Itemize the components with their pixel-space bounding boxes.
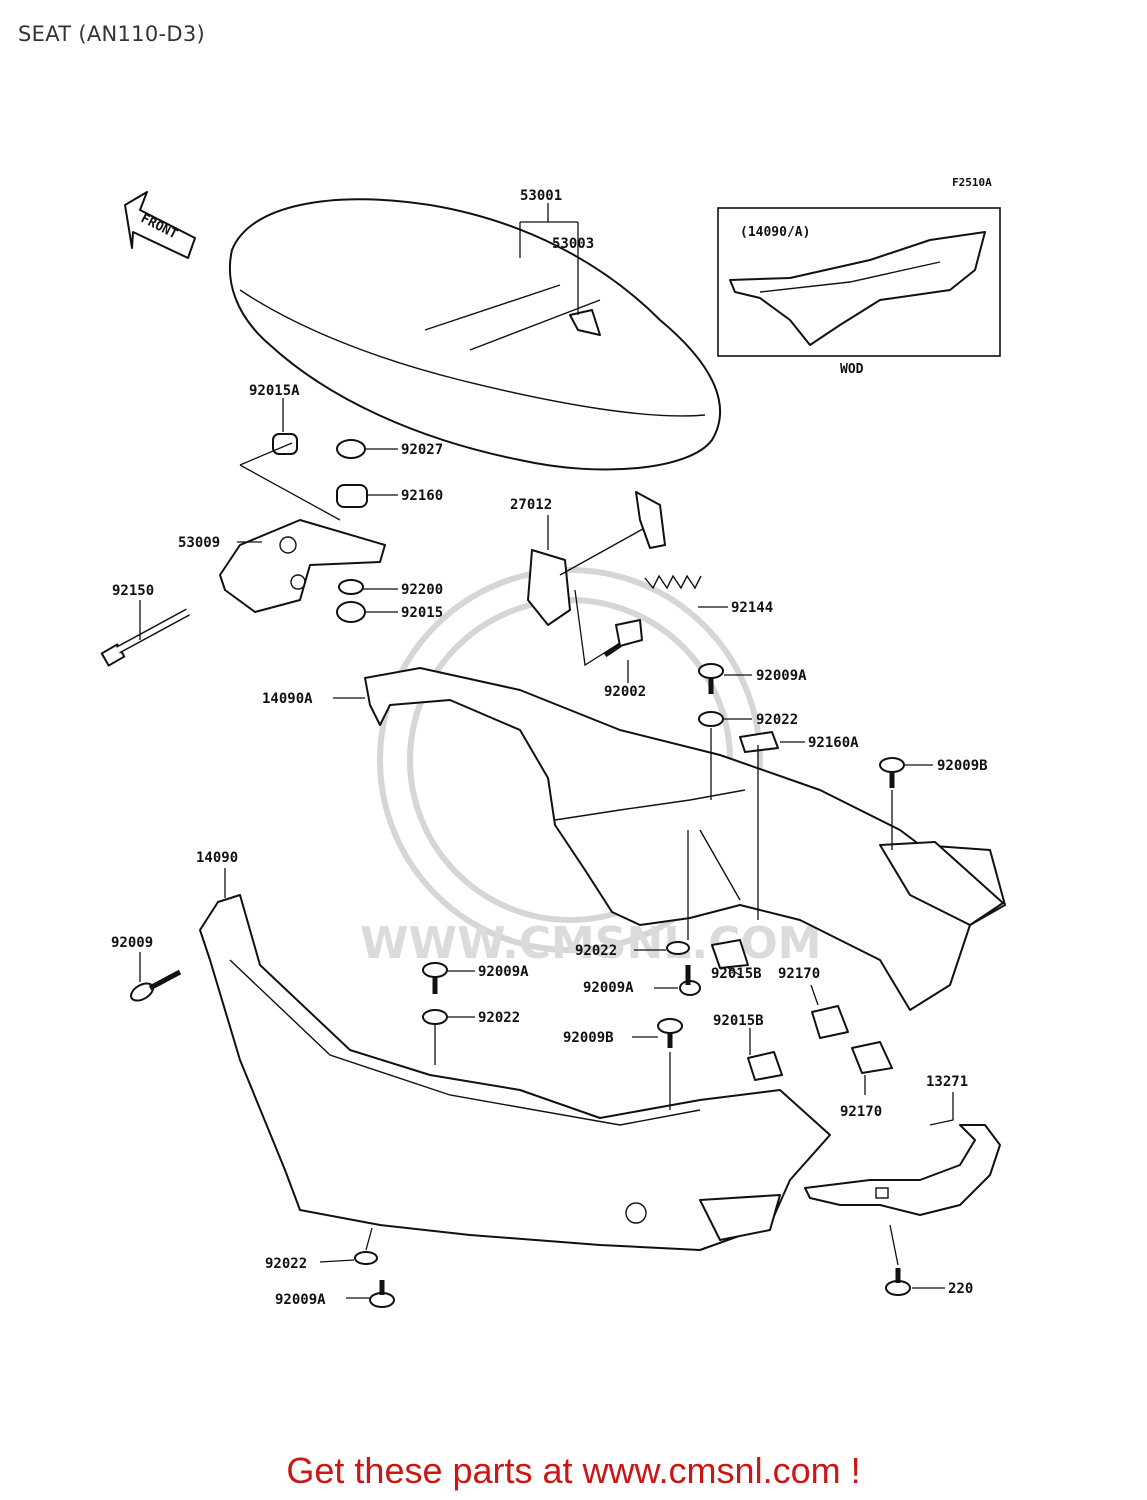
- grommet-92015B-a: [711, 939, 749, 969]
- label-92009A-c: 92009A: [583, 980, 634, 996]
- bolt-92150: [100, 608, 190, 667]
- grommet-92015: [336, 601, 366, 623]
- inner-cover-14090A: [364, 667, 1006, 1011]
- washer-92022-d: [354, 1251, 378, 1265]
- label-92160: 92160: [401, 488, 443, 504]
- label-92200: 92200: [401, 582, 443, 598]
- label-92009A-a: 92009A: [756, 668, 807, 684]
- seat-lock-27012: [527, 491, 666, 626]
- grommet-92015A: [272, 433, 298, 455]
- label-13271: 13271: [926, 1074, 968, 1090]
- figure-code: F2510A: [952, 176, 992, 189]
- bolt-92002: [603, 619, 643, 658]
- clip-92170-a: [811, 1005, 849, 1039]
- seat: [228, 198, 722, 471]
- label-92022-d: 92022: [265, 1256, 307, 1272]
- front-arrow-icon: FRONT: [124, 191, 196, 259]
- label-92009A-d: 92009A: [275, 1292, 326, 1308]
- damper-92160: [336, 484, 368, 508]
- label-53001: 53001: [520, 188, 562, 204]
- label-14090A: 14090A: [262, 691, 313, 707]
- label-92015: 92015: [401, 605, 443, 621]
- label-92009B-b: 92009B: [563, 1030, 614, 1046]
- inset-box: (14090/A) WOD: [717, 207, 1001, 377]
- label-220: 220: [948, 1281, 973, 1297]
- grommet-92015B-b: [747, 1051, 783, 1081]
- screw-92009A-c: [679, 965, 701, 996]
- label-92002: 92002: [604, 684, 646, 700]
- label-92009: 92009: [111, 935, 153, 951]
- clip-92170-b: [851, 1041, 893, 1074]
- label-92150: 92150: [112, 583, 154, 599]
- page-title: SEAT (AN110-D3): [18, 22, 205, 46]
- washer-92022-b: [422, 1009, 448, 1025]
- label-92009B-a: 92009B: [937, 758, 988, 774]
- label-14090: 14090: [196, 850, 238, 866]
- promo-link[interactable]: Get these parts at www.cmsnl.com !: [286, 1450, 861, 1491]
- label-92022-c: 92022: [575, 943, 617, 959]
- screw-92009-left: [130, 969, 182, 1002]
- label-92022-a: 92022: [756, 712, 798, 728]
- washer-92022-c: [666, 941, 690, 955]
- label-92144: 92144: [731, 600, 773, 616]
- label-92170-a: 92170: [778, 966, 820, 982]
- label-92027: 92027: [401, 442, 443, 458]
- inset-title: (14090/A): [740, 225, 810, 240]
- label-92170-b: 92170: [840, 1104, 882, 1120]
- screw-220: [885, 1268, 911, 1296]
- label-92009A-b: 92009A: [478, 964, 529, 980]
- hinge-bracket: [219, 442, 386, 613]
- screw-92009B-b: [657, 1018, 683, 1048]
- washer-92022-a: [698, 711, 724, 727]
- screw-92009A-d: [369, 1280, 395, 1308]
- rear-trim-13271: [804, 1124, 1001, 1216]
- label-27012: 27012: [510, 497, 552, 513]
- label-92015A: 92015A: [249, 383, 300, 399]
- side-cover-14090: [199, 894, 831, 1251]
- label-92160A: 92160A: [808, 735, 859, 751]
- washer-92200: [338, 579, 364, 595]
- screw-92009A-b: [422, 962, 448, 994]
- label-92015B-b: 92015B: [713, 1013, 764, 1029]
- label-92015B-a: 92015B: [711, 966, 762, 982]
- spring-92144: [644, 574, 702, 590]
- leader-lines: [139, 203, 954, 1299]
- pad-92160A: [739, 731, 779, 753]
- parts-diagram: WWW.CMSNL.COM FRONT F2510A (14090/A) WOD: [100, 176, 1006, 1308]
- grommet-92027: [336, 439, 366, 459]
- screw-92009B-a: [879, 757, 905, 788]
- label-92022-b: 92022: [478, 1010, 520, 1026]
- screw-92009A-a: [698, 663, 724, 694]
- label-53009: 53009: [178, 535, 220, 551]
- inset-caption: WOD: [840, 362, 864, 377]
- label-53003: 53003: [552, 236, 594, 252]
